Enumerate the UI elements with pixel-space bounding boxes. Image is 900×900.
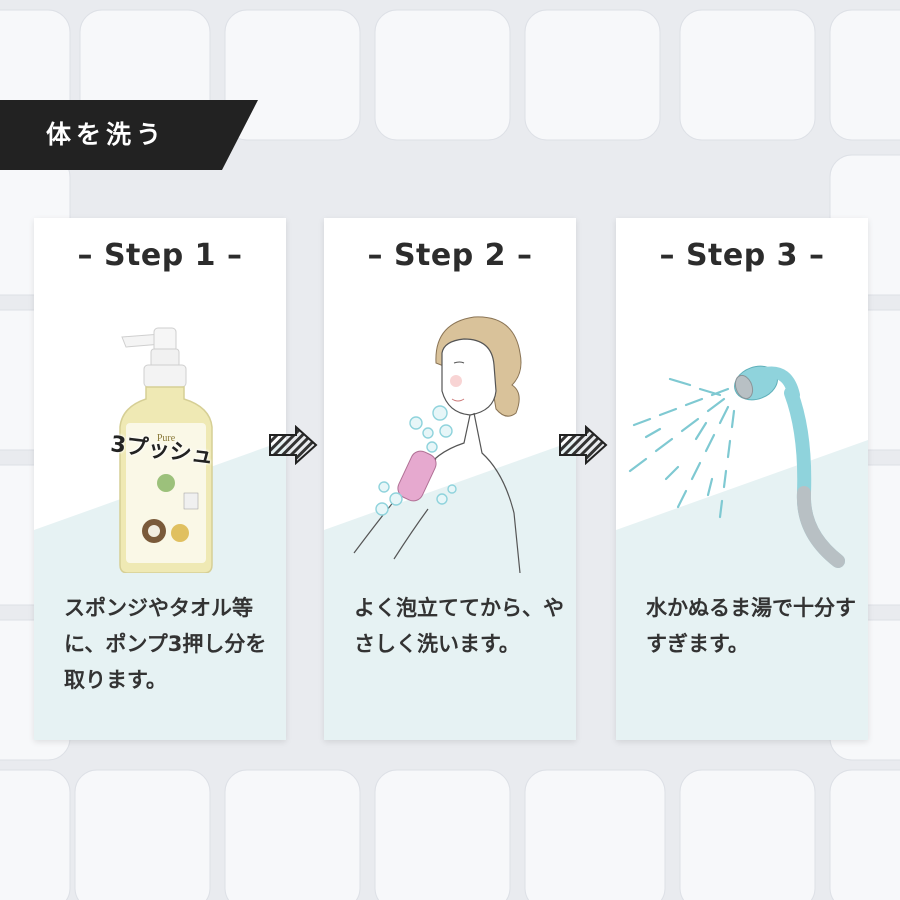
step-description: よく泡立ててから、やさしく洗います。 — [354, 596, 564, 656]
step-description: スポンジやタオル等に、ポンプ3押し分を取ります。 — [64, 596, 267, 692]
step-title: – Step 2 – — [367, 238, 533, 273]
step-card-2: – Step 2 – よく泡立ててから、やさしく洗います。 — [324, 218, 576, 740]
step-card-1: – Step 1 – Pure 3プッシュ スポンジやタオル等に、ポンプ3押し分… — [34, 218, 286, 740]
step-title: – Step 1 – — [77, 238, 243, 273]
shower-head-icon — [628, 365, 845, 568]
card-tint — [324, 440, 576, 740]
step-card-3: – Step 3 – 水かぬるま湯で十分すすぎます。 — [616, 218, 868, 740]
svg-text:Pure: Pure — [157, 433, 176, 444]
woman-washing-icon — [353, 316, 522, 573]
step-title: – Step 3 – — [659, 238, 825, 273]
pump-bottle-icon: Pure — [119, 327, 213, 573]
arrow-right-icon — [559, 425, 608, 465]
section-banner — [0, 100, 258, 170]
section-title: 体を洗う — [46, 120, 167, 149]
card-tint — [34, 440, 286, 740]
arrow-right-icon — [269, 425, 318, 465]
step-description: 水かぬるま湯で十分すすぎます。 — [646, 596, 856, 656]
